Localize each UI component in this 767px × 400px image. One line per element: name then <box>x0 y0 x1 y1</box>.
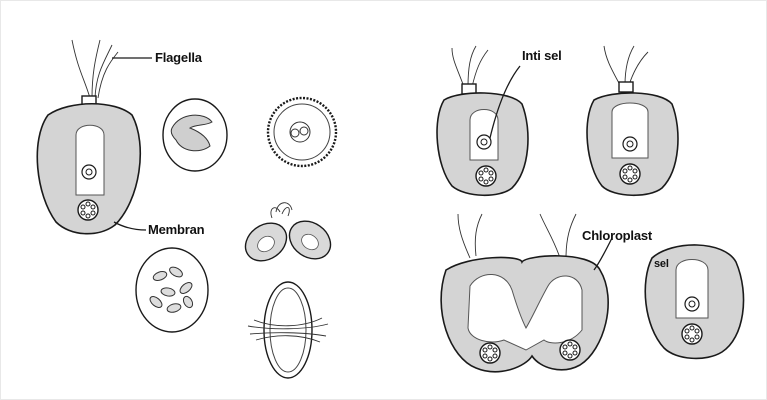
sporangium <box>136 248 208 332</box>
membran-label: Membran <box>148 222 205 237</box>
zygospore <box>268 98 336 166</box>
chloroplast-label: Chloroplast <box>582 228 653 243</box>
fusing-gametes <box>238 203 338 269</box>
flagella-label: Flagella <box>155 50 203 65</box>
nucleus-cell <box>437 46 528 195</box>
inti-sel-label: Inti sel <box>522 48 562 63</box>
motile-cell-right <box>587 46 678 195</box>
dividing-cell <box>248 282 328 378</box>
sel-label: sel <box>654 258 669 270</box>
main-cell <box>37 40 140 234</box>
palmella-cell <box>163 99 227 171</box>
